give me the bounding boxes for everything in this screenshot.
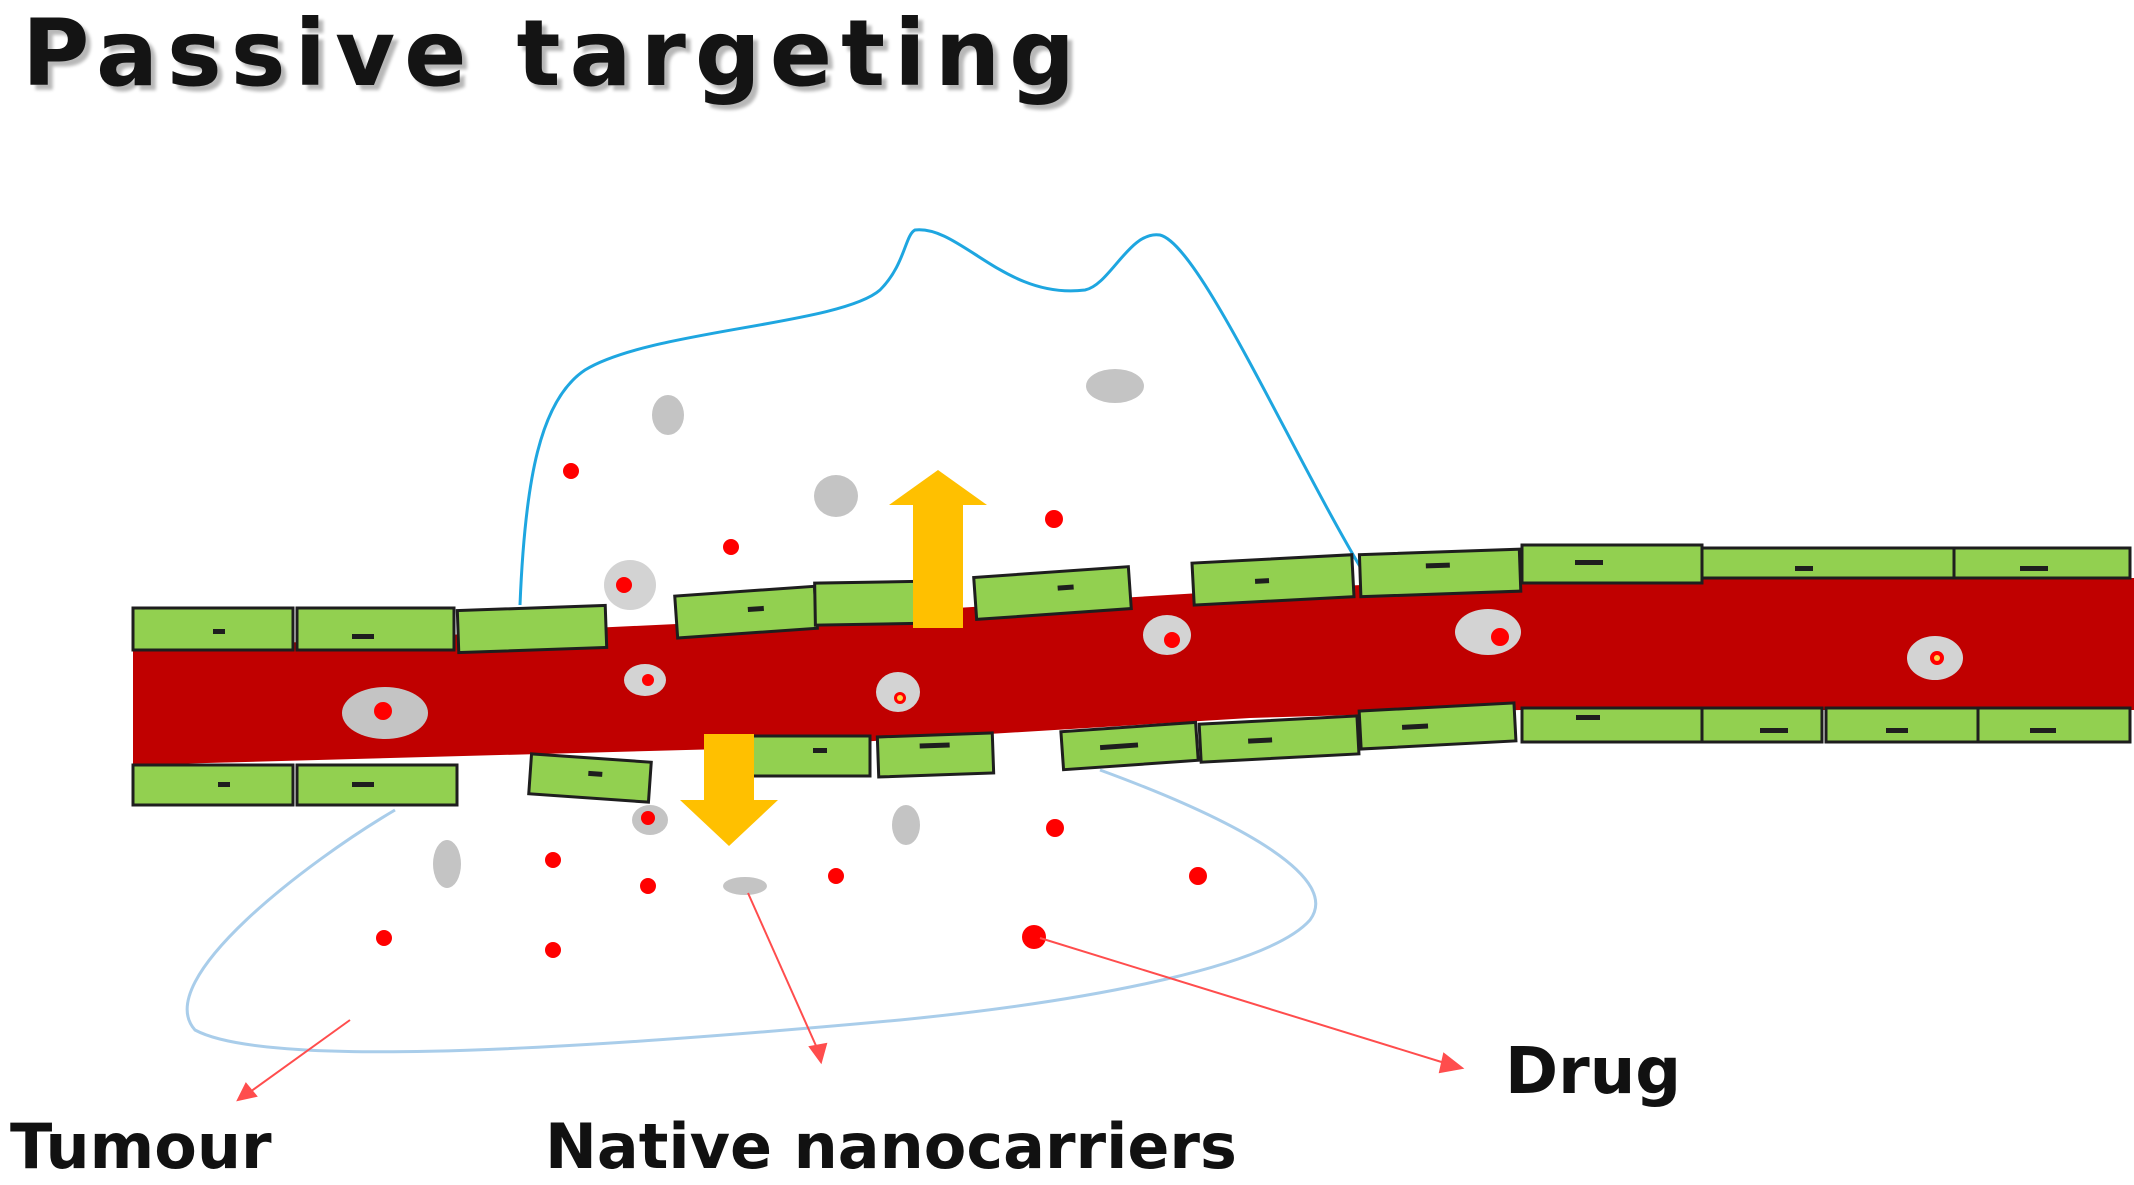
nanocarrier bbox=[342, 687, 428, 739]
cell-nucleus bbox=[1795, 566, 1813, 571]
nanocarriers-in-vessel bbox=[342, 560, 1963, 835]
endothelial-cell bbox=[1952, 546, 2132, 580]
nanocarrier bbox=[892, 805, 920, 845]
nanocarrier bbox=[723, 877, 767, 895]
cell-nucleus bbox=[919, 742, 950, 749]
drug-dot bbox=[376, 930, 392, 946]
endothelial-cell bbox=[1357, 701, 1518, 751]
endothelial-cell bbox=[972, 565, 1133, 621]
cell-nucleus bbox=[213, 629, 225, 634]
tumour-upper-outline bbox=[518, 228, 1367, 606]
free-drug-molecules bbox=[376, 463, 1207, 958]
drug-dot bbox=[640, 878, 656, 894]
endothelial-cell bbox=[295, 763, 459, 807]
cell-nucleus bbox=[352, 634, 374, 639]
endothelial-cell bbox=[673, 584, 819, 640]
nanocarriers-pointer-head bbox=[808, 1042, 828, 1065]
drug-dot bbox=[1164, 632, 1180, 648]
endothelial-cell bbox=[1520, 706, 1704, 744]
drug-dot bbox=[828, 868, 844, 884]
endothelial-cell bbox=[1824, 706, 1980, 744]
drug-dot bbox=[563, 463, 579, 479]
drug-dot bbox=[723, 539, 739, 555]
cell-nucleus bbox=[747, 605, 764, 613]
nanocarrier bbox=[876, 672, 920, 712]
drug-label: Drug bbox=[1505, 1035, 1682, 1109]
drug-dot bbox=[641, 811, 655, 825]
nanocarrier bbox=[624, 664, 666, 696]
endothelial-cell bbox=[295, 606, 456, 652]
cell-nucleus bbox=[588, 770, 603, 777]
drug-dot bbox=[1189, 867, 1207, 885]
tumour-pointer-head bbox=[236, 1082, 258, 1102]
endothelial-cell bbox=[1976, 706, 2132, 744]
nanocarrier bbox=[1086, 369, 1144, 403]
endothelial-cell bbox=[1700, 706, 1824, 744]
cell-nucleus bbox=[1254, 578, 1270, 584]
endothelial-cell bbox=[527, 752, 653, 804]
endothelial-cell bbox=[131, 606, 295, 652]
free-nanocarriers bbox=[433, 369, 1144, 895]
endothelial-cell bbox=[1700, 546, 1956, 580]
endothelial-cell bbox=[131, 763, 295, 807]
drug-dot bbox=[545, 942, 561, 958]
endothelial-cell bbox=[875, 731, 996, 779]
drug-dot bbox=[1045, 510, 1063, 528]
nanocarrier bbox=[1143, 615, 1191, 655]
drug-dot bbox=[1046, 819, 1064, 837]
nanocarrier bbox=[632, 805, 668, 835]
cell-nucleus bbox=[218, 782, 230, 787]
drug-dot bbox=[616, 577, 632, 593]
cell-nucleus bbox=[1575, 560, 1603, 565]
nanocarrier bbox=[814, 475, 858, 517]
drug-dot bbox=[1022, 925, 1046, 949]
endothelial-cell bbox=[1190, 553, 1356, 607]
drug-dot bbox=[545, 852, 561, 868]
nanocarrier bbox=[1907, 636, 1963, 680]
endothelial-cell bbox=[1059, 720, 1200, 772]
cell-nucleus bbox=[1425, 562, 1450, 569]
cell-nucleus bbox=[1760, 728, 1788, 733]
cell-nucleus bbox=[352, 782, 374, 787]
nanocarrier bbox=[1455, 609, 1521, 655]
label-pointers bbox=[236, 892, 1465, 1102]
tumour-lower-outline bbox=[185, 768, 1318, 1054]
endothelial-cell bbox=[455, 603, 609, 655]
endothelial-cell bbox=[748, 734, 872, 778]
cell-nucleus bbox=[813, 748, 827, 753]
drug-pointer bbox=[1039, 937, 1449, 1065]
nanocarriers-label: Native nanocarriers bbox=[545, 1110, 1237, 1183]
cell-nucleus bbox=[1247, 737, 1273, 744]
cell-nucleus bbox=[1401, 723, 1429, 730]
tumour-pointer bbox=[249, 1019, 351, 1093]
extravasation-up-arrow bbox=[889, 470, 987, 628]
tumour-label: Tumour bbox=[10, 1110, 272, 1183]
cell-nucleus bbox=[1886, 728, 1908, 733]
endothelial-cells bbox=[131, 543, 2132, 807]
diagram-title: Passive targeting bbox=[22, 0, 1085, 107]
cell-nucleus bbox=[1099, 742, 1139, 751]
drug-dot bbox=[1491, 628, 1509, 646]
cell-nucleus bbox=[2020, 566, 2048, 571]
endothelial-cell bbox=[1357, 547, 1523, 599]
nanocarriers-pointer bbox=[747, 892, 818, 1049]
drug-dot bbox=[374, 702, 392, 720]
drug-pointer-head bbox=[1438, 1052, 1465, 1074]
drug-dot bbox=[642, 674, 654, 686]
cell-nucleus bbox=[1057, 584, 1074, 591]
nanocarrier bbox=[433, 840, 461, 888]
blood-vessel-lumen bbox=[133, 578, 2134, 765]
endothelial-cell bbox=[1520, 543, 1704, 585]
cell-nucleus bbox=[2030, 728, 2056, 733]
cell-nucleus bbox=[1576, 715, 1600, 720]
endothelial-cell bbox=[1197, 714, 1361, 764]
nanocarrier bbox=[652, 395, 684, 435]
nanocarrier bbox=[604, 560, 656, 610]
extravasation-down-arrow bbox=[680, 734, 778, 846]
